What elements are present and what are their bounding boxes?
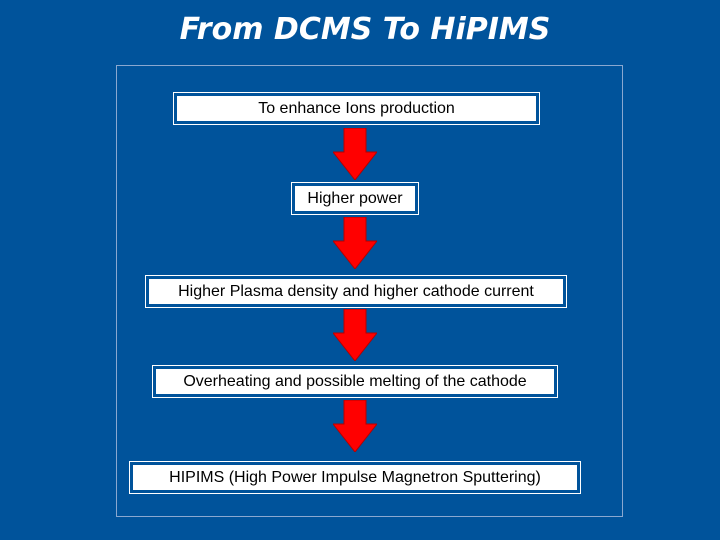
step-plasma-density: Higher Plasma density and higher cathode… [145, 275, 567, 308]
down-arrow-icon [333, 217, 377, 269]
step-overheating: Overheating and possible melting of the … [152, 365, 558, 398]
down-arrow-icon [333, 309, 377, 361]
step-higher-power: Higher power [291, 182, 419, 215]
step-hipims: HIPIMS (High Power Impulse Magnetron Spu… [129, 461, 581, 494]
down-arrow-icon [333, 400, 377, 452]
down-arrow-icon [333, 128, 377, 180]
flowchart-frame [116, 65, 623, 517]
slide-title: From DCMS To HiPIMS [179, 12, 551, 47]
step-enhance-ions: To enhance Ions production [173, 92, 540, 125]
